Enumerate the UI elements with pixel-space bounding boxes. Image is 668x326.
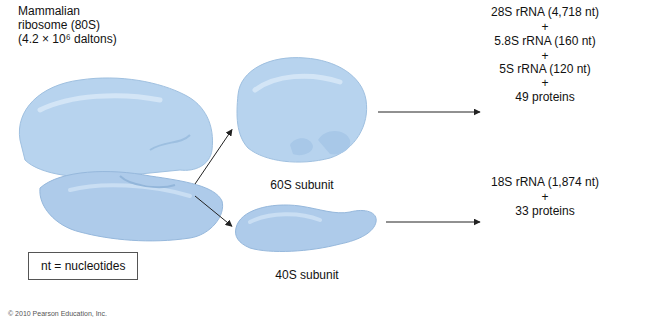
composition-arrow — [386, 222, 480, 223]
legend-box: nt = nucleotides — [28, 252, 138, 280]
subunit-40s: 40S subunit — [232, 200, 382, 282]
protein-count: 49 proteins — [470, 90, 620, 104]
60s-shape — [237, 58, 367, 162]
rrna-label: 18S rRNA (1,874 nt) — [470, 175, 620, 189]
plus-sign: + — [470, 49, 620, 63]
plus-sign: + — [470, 76, 620, 90]
composition-arrow — [378, 112, 480, 113]
subunit-label: 60S subunit — [270, 178, 333, 192]
plus-sign: + — [470, 190, 620, 204]
ribosome-heading: Mammalian ribosome (80S) — [18, 4, 118, 32]
shading — [40, 96, 160, 110]
subunit-label: 40S subunit — [275, 268, 338, 282]
subunit-60s: 60S subunit — [232, 50, 372, 192]
shading — [255, 76, 340, 90]
large-subunit-shape — [19, 78, 212, 177]
ribosome-heading: (4.2 × 10⁶ daltons) — [18, 32, 117, 46]
rrna-label: 5S rRNA (120 nt) — [470, 62, 620, 76]
protein-count: 33 proteins — [470, 204, 620, 218]
copyright-note: © 2010 Pearson Education, Inc. — [8, 309, 107, 318]
lobe — [290, 138, 313, 155]
ribosome-80s: Mammalian ribosome (80S)(4.2 × 10⁶ dalto… — [10, 4, 195, 244]
rrna-label: 28S rRNA (4,718 nt) — [470, 5, 620, 19]
groove — [120, 176, 175, 187]
small-subunit-shape — [40, 172, 223, 241]
40s-shape — [236, 205, 377, 251]
split-arrow — [195, 196, 232, 226]
split-arrow — [195, 130, 232, 184]
groove — [150, 135, 190, 150]
lobe — [318, 131, 350, 154]
plus-sign: + — [470, 20, 620, 34]
legend-text: nt = nucleotides — [41, 259, 125, 273]
shading — [250, 214, 320, 222]
rrna-label: 5.8S rRNA (160 nt) — [470, 34, 620, 48]
